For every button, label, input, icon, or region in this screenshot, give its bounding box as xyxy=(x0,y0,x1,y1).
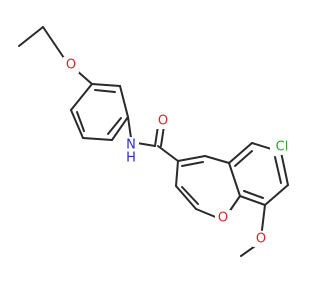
bond xyxy=(76,111,85,132)
methoxy-oxygen-label: O xyxy=(256,232,266,247)
molecule-structure: O N H O Cl O O xyxy=(18,26,294,257)
bond xyxy=(42,26,65,59)
bond xyxy=(91,83,121,87)
bond xyxy=(274,156,282,184)
ring-oxygen-label: O xyxy=(218,211,228,226)
atom-labels: O N H O Cl O O xyxy=(63,57,294,247)
bond xyxy=(70,83,93,111)
bond xyxy=(175,160,179,187)
bond xyxy=(175,185,197,210)
bond xyxy=(204,155,230,164)
chlorine-label: Cl xyxy=(276,140,289,155)
bond xyxy=(243,190,264,199)
bond xyxy=(280,151,289,186)
carbonyl-oxygen-label: O xyxy=(158,114,168,129)
amide-hydrogen-label: H xyxy=(126,151,136,166)
bond xyxy=(157,145,179,162)
ethoxy-oxygen-label: O xyxy=(66,58,76,73)
bond xyxy=(82,137,113,141)
bond xyxy=(228,162,241,197)
bond xyxy=(127,116,132,139)
amide-nitrogen-label: N xyxy=(126,138,136,153)
bond xyxy=(136,142,156,147)
bond xyxy=(228,142,253,164)
bond xyxy=(261,204,266,231)
bond xyxy=(154,125,159,147)
bond xyxy=(195,208,219,219)
bond xyxy=(234,150,253,167)
bond xyxy=(94,89,116,93)
bond xyxy=(18,26,44,47)
bond xyxy=(181,186,199,205)
bond xyxy=(107,117,122,135)
bonds xyxy=(18,26,289,257)
bond xyxy=(160,125,165,147)
bond xyxy=(177,155,206,162)
bond xyxy=(228,195,241,213)
bond xyxy=(239,195,266,206)
bond xyxy=(264,184,289,206)
bond xyxy=(181,161,204,167)
bond xyxy=(119,85,129,118)
bond xyxy=(70,109,84,139)
bond xyxy=(111,116,129,141)
